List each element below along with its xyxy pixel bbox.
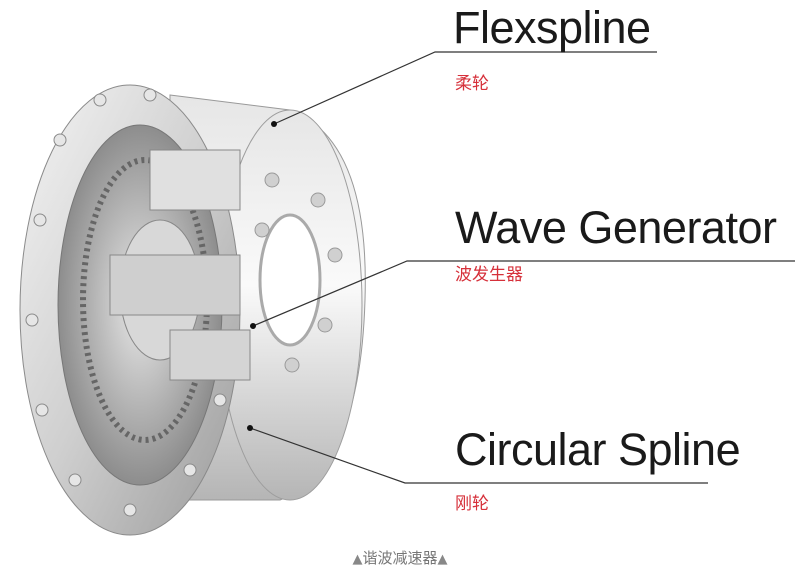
circular-spline-leader xyxy=(249,427,708,484)
flexspline-label: Flexspline xyxy=(453,2,651,53)
triangle-icon: ▲ xyxy=(437,552,448,567)
wave-generator-cn-label: 波发生器 xyxy=(455,265,523,285)
flexspline-cn-label: 柔轮 xyxy=(455,74,489,94)
wave-generator-label: Wave Generator xyxy=(455,202,777,253)
wave-generator-pointer-dot xyxy=(250,323,256,329)
flexspline-leader xyxy=(273,51,657,125)
flexspline-pointer-dot xyxy=(271,121,277,127)
caption-text: 谐波减速器 xyxy=(362,549,438,567)
triangle-icon: ▲ xyxy=(352,552,363,567)
figure-caption: ▲谐波减速器▲ xyxy=(0,547,800,568)
circular-spline-cn-label: 刚轮 xyxy=(455,494,489,514)
wave-generator-leader xyxy=(252,260,795,327)
circular-spline-pointer-dot xyxy=(247,425,253,431)
flange xyxy=(19,84,251,536)
circular-spline-label: Circular Spline xyxy=(455,424,741,475)
